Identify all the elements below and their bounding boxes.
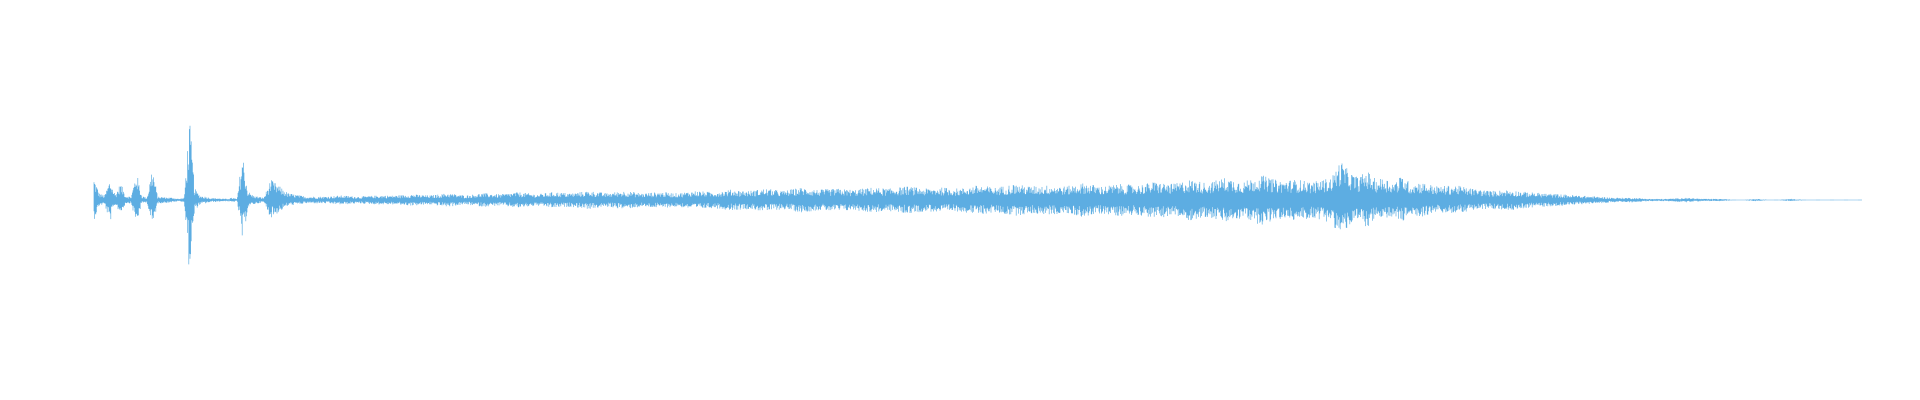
waveform-series [93,125,1862,265]
